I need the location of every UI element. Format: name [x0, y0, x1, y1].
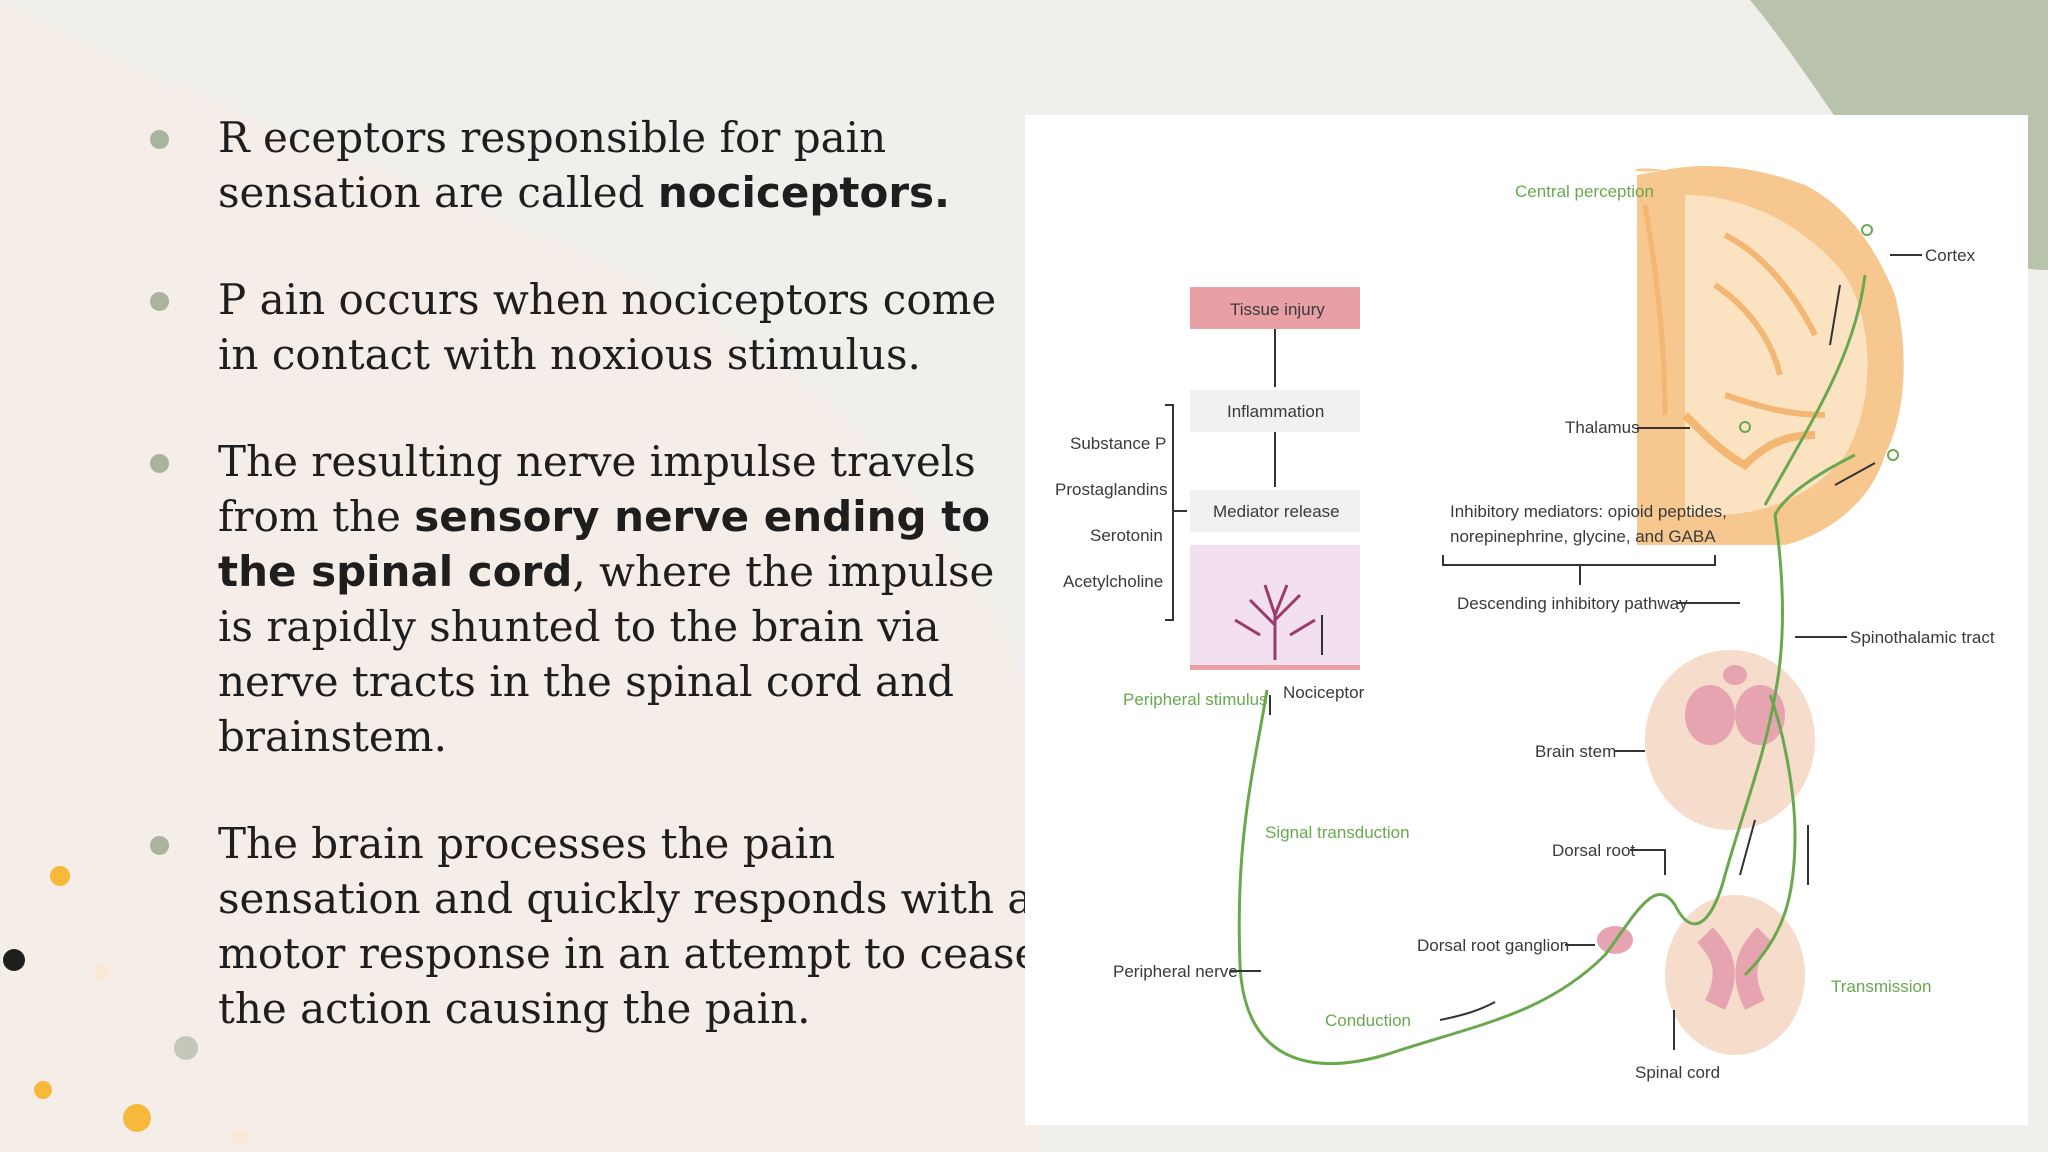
decor-dot — [123, 1104, 151, 1132]
label-conduction: Conduction — [1325, 1011, 1411, 1030]
bullet-text: P ain occurs when nociceptors come in co… — [218, 275, 997, 379]
mediator-release-box — [1190, 490, 1360, 532]
decor-dot — [94, 964, 110, 980]
diagram-svg: Central perception Cortex Tissue injury … — [1055, 165, 1995, 1082]
label-spinothalamic-tract: Spinothalamic tract — [1850, 628, 1995, 647]
inflammation-box — [1190, 390, 1360, 432]
label-inflammation: Inflammation — [1227, 402, 1324, 421]
label-substance-p: Substance P — [1070, 434, 1166, 453]
tissue-injury-box — [1190, 287, 1360, 329]
label-brain-stem: Brain stem — [1535, 742, 1616, 761]
bullet-item: R eceptors responsible for pain sensatio… — [140, 110, 1040, 220]
label-central-perception: Central perception — [1515, 182, 1654, 201]
label-inhibitory-mediators-1: Inhibitory mediators: opioid peptides, — [1450, 502, 1727, 521]
bullet-dot-icon — [150, 292, 169, 311]
bullet-text: The resulting nerve impulse travels from… — [218, 437, 976, 541]
label-spinal-cord: Spinal cord — [1635, 1063, 1720, 1082]
decor-dot — [174, 1036, 198, 1060]
bullet-dot-icon — [150, 130, 169, 149]
label-prostaglandins: Prostaglandins — [1055, 480, 1167, 499]
bullet-text: , where the impulse is rapidly shunted t… — [218, 547, 995, 761]
label-transmission: Transmission — [1831, 977, 1931, 996]
label-descending-pathway: Descending inhibitory pathway — [1457, 594, 1688, 613]
nociceptor-icon — [1234, 584, 1316, 660]
bullet-dot-icon — [150, 454, 169, 473]
label-mediator-release: Mediator release — [1213, 502, 1340, 521]
decor-dot — [233, 1130, 247, 1144]
nerve-pathway — [1237, 453, 1856, 1065]
decor-dot — [50, 866, 70, 886]
label-cortex: Cortex — [1925, 246, 1976, 265]
bullet-item: The brain processes the pain sensation a… — [140, 816, 1040, 1036]
bullet-bold-text: nociceptors. — [657, 168, 950, 217]
label-nociceptor: Nociceptor — [1283, 683, 1365, 702]
pain-pathway-diagram: Central perception Cortex Tissue injury … — [1025, 115, 2028, 1125]
brain-illustration — [1635, 165, 1904, 545]
decor-dot — [3, 949, 25, 971]
bullet-text: The brain processes the pain sensation a… — [218, 819, 1040, 1033]
label-peripheral-nerve: Peripheral nerve — [1113, 962, 1238, 981]
label-peripheral-stimulus: Peripheral stimulus — [1123, 690, 1268, 709]
label-dorsal-root-ganglion: Dorsal root ganglion — [1417, 936, 1569, 955]
bullet-dot-icon — [150, 836, 169, 855]
label-tissue-injury: Tissue injury — [1230, 300, 1325, 319]
label-signal-transduction: Signal transduction — [1265, 823, 1410, 842]
spinal-cord-illustration — [1597, 895, 1805, 1055]
decor-dot — [34, 1081, 52, 1099]
brain-stem-illustration — [1645, 650, 1815, 830]
bullet-bold-text: sensory nerve ending to the spinal cord — [218, 492, 991, 596]
bullet-list: R eceptors responsible for pain sensatio… — [140, 110, 1040, 1088]
label-acetylcholine: Acetylcholine — [1063, 572, 1163, 591]
label-serotonin: Serotonin — [1090, 526, 1163, 545]
bullet-item: P ain occurs when nociceptors come in co… — [140, 272, 1040, 382]
bullet-item: The resulting nerve impulse travels from… — [140, 434, 1040, 764]
bullet-text: R eceptors responsible for pain sensatio… — [218, 113, 887, 217]
label-dorsal-root: Dorsal root — [1552, 841, 1635, 860]
label-thalamus: Thalamus — [1565, 418, 1640, 437]
label-inhibitory-mediators-2: norepinephrine, glycine, and GABA — [1450, 527, 1716, 546]
